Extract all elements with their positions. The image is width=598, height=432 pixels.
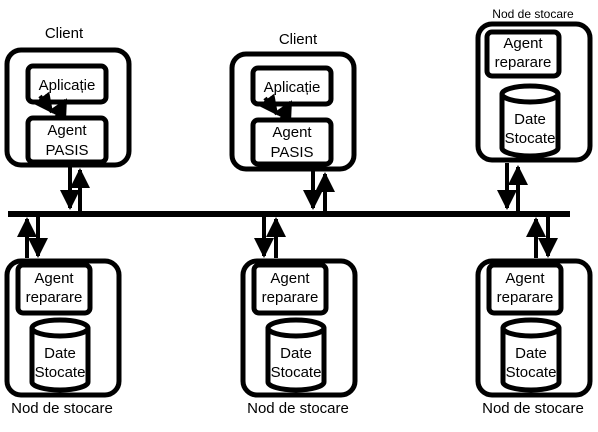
storage-1-agent-line1: Agent — [34, 270, 74, 287]
storage-2-agent-line1: Agent — [270, 270, 310, 287]
client-2-agent-line1: Agent — [272, 124, 312, 141]
storage-1-database-icon — [29, 317, 91, 393]
client-2-agent-line2: PASIS — [270, 144, 313, 161]
storage-top-box — [475, 21, 593, 163]
storage-3-title: Nod de stocare — [482, 400, 584, 417]
storage-top-agent-line2: reparare — [495, 54, 552, 71]
client-2-inner-arrow-up — [273, 100, 293, 123]
storage-2-agent-line2: reparare — [262, 289, 319, 306]
storage-1-box — [4, 258, 122, 398]
storage-3-agent-box — [486, 262, 564, 316]
client-node-2: Client Aplicație Agent PASIS — [229, 31, 357, 212]
storage-2-title: Nod de stocare — [247, 400, 349, 417]
storage-3-box — [475, 258, 593, 398]
storage-1-title: Nod de stocare — [11, 400, 113, 417]
storage-top-data-line1: Date — [514, 111, 546, 128]
storage-3-data-line1: Date — [515, 345, 547, 362]
storage-top-database-icon — [499, 83, 561, 159]
client-node-1: Client Aplicație Agent PASIS — [4, 25, 132, 212]
storage-node-bottom-3: Agent reparare Date Stocate Nod de stoca… — [475, 217, 593, 417]
storage-1-data-line2: Stocate — [35, 364, 86, 381]
storage-1-agent-line2: reparare — [26, 289, 83, 306]
client-1-app-label: Aplicație — [39, 77, 96, 94]
storage-top-agent-line1: Agent — [503, 35, 543, 52]
storage-node-bottom-2: Agent reparare Date Stocate Nod de stoca… — [240, 217, 358, 417]
storage-3-agent-line1: Agent — [505, 270, 545, 287]
client-1-inner-arrow-up — [48, 98, 68, 121]
client-2-app-label: Aplicație — [264, 79, 321, 96]
storage-top-agent-box — [484, 29, 562, 79]
client-2-box — [229, 51, 357, 172]
storage-2-data-line2: Stocate — [271, 364, 322, 381]
client-1-agent-line2: PASIS — [45, 142, 88, 159]
storage-3-data-line2: Stocate — [506, 364, 557, 381]
storage-2-data-line1: Date — [280, 345, 312, 362]
storage-3-agent-line2: reparare — [497, 289, 554, 306]
storage-node-top: Nod de stocare Agent reparare Date Stoca… — [475, 7, 593, 212]
client-2-title: Client — [279, 31, 318, 48]
storage-2-database-icon — [265, 317, 327, 393]
storage-top-title: Nod de stocare — [492, 7, 574, 21]
storage-2-agent-box — [251, 262, 329, 316]
storage-node-bottom-1: Agent reparare Date Stocate Nod de stoca… — [4, 217, 122, 417]
storage-1-agent-box — [15, 262, 93, 316]
client-1-box — [4, 47, 132, 168]
client-1-title: Client — [45, 25, 84, 42]
client-1-agent-box — [25, 115, 109, 165]
storage-3-database-icon — [500, 317, 562, 393]
storage-top-data-line2: Stocate — [505, 130, 556, 147]
storage-2-box — [240, 258, 358, 398]
storage-1-data-line1: Date — [44, 345, 76, 362]
client-1-agent-line1: Agent — [47, 122, 87, 139]
client-2-agent-box — [250, 117, 334, 167]
